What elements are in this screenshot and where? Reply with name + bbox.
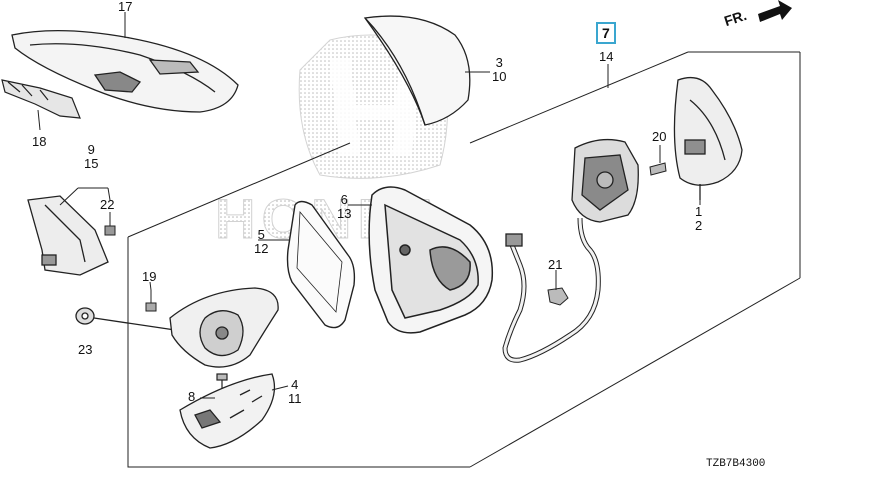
callout-8[interactable]: 8 [188, 390, 195, 404]
part-20-screw [649, 150, 667, 176]
callout-1-2[interactable]: 1 2 [695, 205, 702, 233]
part-21-harness-clip [547, 275, 569, 306]
callout-9-15[interactable]: 9 15 [84, 143, 98, 171]
callout-18[interactable]: 18 [32, 135, 46, 149]
callout-10-number: 10 [492, 69, 507, 84]
callout-3-10[interactable]: 3 10 [492, 56, 506, 84]
part-5-mirror-glass [286, 200, 356, 329]
leader-lines [37, 12, 701, 399]
callout-3-number: 3 [495, 55, 503, 70]
callout-23-number: 23 [78, 342, 93, 357]
callout-15-number: 15 [84, 156, 99, 171]
callout-12-number: 12 [254, 241, 269, 256]
callout-4-11[interactable]: 4 11 [288, 378, 302, 406]
part-14-actuator-harness [502, 138, 639, 363]
callout-20[interactable]: 20 [652, 130, 666, 144]
callout-7-number: 7 [602, 25, 610, 41]
callout-14-number: 14 [599, 49, 614, 64]
part-mirror-base [169, 287, 279, 368]
callout-4-number: 4 [291, 377, 299, 392]
part-17-mirror-housing-cover [11, 30, 239, 113]
callout-6-13[interactable]: 6 13 [337, 193, 351, 221]
callout-11-number: 11 [288, 391, 302, 406]
assembly-frame [127, 51, 801, 468]
callout-13-number: 13 [337, 206, 352, 221]
callout-22-number: 22 [100, 197, 115, 212]
callout-19-number: 19 [142, 269, 157, 284]
part-1-side-turn-light [673, 76, 743, 200]
front-direction-arrow [758, 0, 792, 22]
callout-21[interactable]: 21 [548, 258, 562, 272]
part-3-mirror-cap [363, 15, 471, 126]
callout-6-number: 6 [340, 192, 348, 207]
callout-19[interactable]: 19 [142, 270, 156, 284]
part-4-lower-cover [179, 373, 276, 449]
diagram-code: TZB7B4300 [706, 458, 766, 470]
callout-18-number: 18 [32, 134, 47, 149]
part-19-bolt [145, 290, 157, 312]
callout-7-highlighted[interactable]: 7 [596, 22, 616, 44]
callout-14[interactable]: 14 [599, 50, 613, 64]
callout-20-number: 20 [652, 129, 667, 144]
callout-8-number: 8 [188, 389, 196, 404]
callout-9-number: 9 [87, 142, 95, 157]
callout-5-12[interactable]: 5 12 [254, 228, 268, 256]
callout-23[interactable]: 23 [78, 343, 92, 357]
part-6-mirror-housing [368, 186, 494, 334]
part-9-base-garnish [27, 195, 109, 276]
callout-17-number: 17 [118, 0, 133, 14]
part-23-grommet [75, 307, 176, 331]
callout-1-number: 1 [695, 204, 703, 219]
callout-17[interactable]: 17 [118, 0, 132, 14]
callout-2-number: 2 [695, 218, 703, 233]
callout-22[interactable]: 22 [100, 198, 114, 212]
callout-21-number: 21 [548, 257, 563, 272]
part-18-garnish-strip [1, 79, 81, 119]
callout-5-number: 5 [257, 227, 265, 242]
part-22-clip [104, 212, 116, 236]
